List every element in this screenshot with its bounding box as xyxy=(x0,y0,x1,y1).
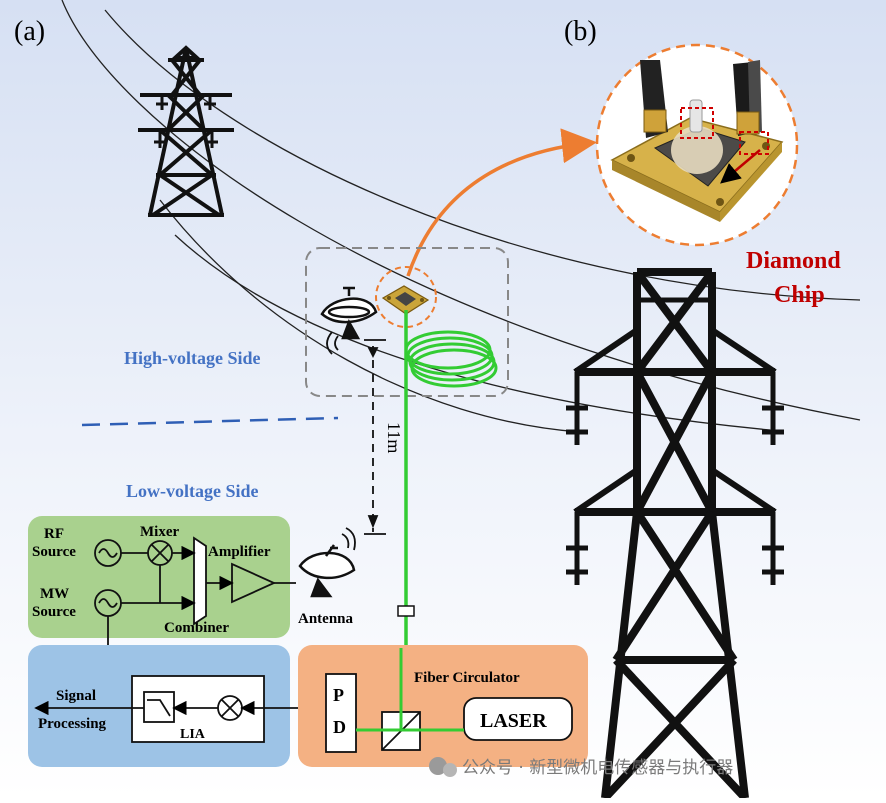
lia-label: LIA xyxy=(180,727,206,742)
mixer-label: Mixer xyxy=(140,524,179,540)
panel-label-b: (b) xyxy=(564,16,597,47)
mw-source-label: Source xyxy=(32,604,76,620)
fiber-circulator-icon xyxy=(356,648,464,751)
distance-label: 11m xyxy=(384,422,404,453)
antenna-label: Antenna xyxy=(298,611,354,627)
processing-label: Processing xyxy=(38,716,107,732)
probe-highlight xyxy=(375,266,437,328)
distance-arrow xyxy=(364,339,386,535)
low-voltage-label: Low-voltage Side xyxy=(126,481,259,501)
fiber-coil-icon xyxy=(404,330,498,388)
laser-label: LASER xyxy=(480,710,547,732)
pd-d-label: D xyxy=(333,717,346,737)
laser-source xyxy=(463,697,573,741)
amplifier-label: Amplifier xyxy=(208,544,271,560)
mw-generation-box xyxy=(28,516,290,638)
panel-label-a: (a) xyxy=(14,16,45,47)
side-separator xyxy=(81,416,339,427)
fiber-circulator-label: Fiber Circulator xyxy=(414,670,520,686)
mw-label: MW xyxy=(40,586,69,602)
zoom-arrow xyxy=(406,128,597,277)
diamond-chip-label: Diamond xyxy=(746,248,841,274)
rf-label: RF xyxy=(44,526,64,542)
transmit-antenna-icon xyxy=(298,527,356,598)
small-tower-icon xyxy=(138,45,234,217)
fiber-connector xyxy=(397,605,415,617)
signal-label: Signal xyxy=(56,688,96,704)
diamond-chip-label-line2: Chip xyxy=(774,282,825,308)
pd-p-label: P xyxy=(333,685,344,705)
combiner-icon xyxy=(193,536,207,626)
large-tower-icon xyxy=(566,268,784,801)
probe-chip-icon xyxy=(381,285,430,315)
rf-source-label: Source xyxy=(32,544,76,560)
watermark-text: 公众号 · 新型微机电传感器与执行器 xyxy=(462,758,733,778)
combiner-label: Combiner xyxy=(164,620,229,636)
diamond-chip-inset xyxy=(595,43,799,247)
receiver-antenna-icon xyxy=(320,286,378,355)
watermark: 公众号 · 新型微机电传感器与执行器 xyxy=(429,757,733,778)
photodetector xyxy=(325,673,357,753)
high-voltage-label: High-voltage Side xyxy=(124,348,261,368)
